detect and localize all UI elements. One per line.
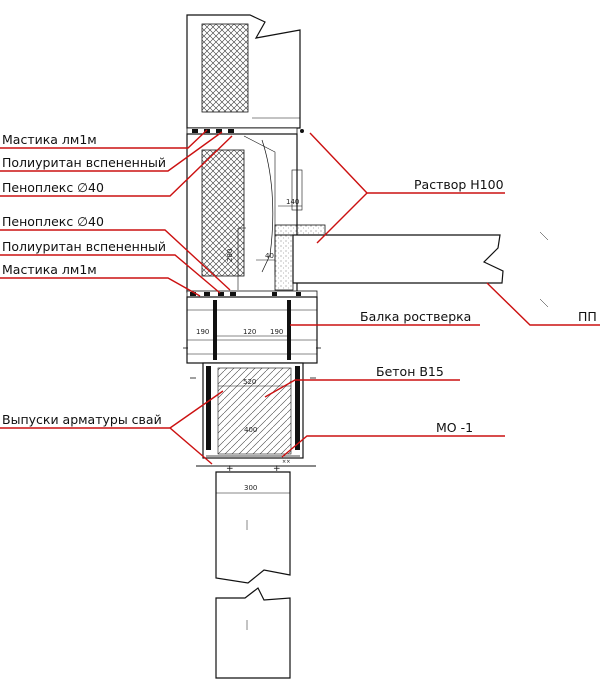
label-concrete: Бетон В15 — [376, 364, 444, 379]
cross-mark-right: + — [273, 464, 281, 474]
pile: 300 — [215, 471, 291, 679]
leader-lines — [0, 129, 600, 465]
dim-vertical: 280 — [226, 249, 234, 262]
middle-wall: 140 40 280 — [186, 133, 303, 293]
pile-cap: 520 400 + + ×× — [190, 362, 316, 474]
dim-400: 400 — [244, 426, 257, 434]
label-mastic-bottom: Мастика лм1м — [2, 262, 97, 277]
label-mortar: Раствор Н100 — [414, 177, 504, 192]
label-polyurethane-bottom: Полиуритан вспененный — [2, 239, 166, 254]
label-embedded-part: МО -1 — [436, 420, 473, 435]
floor-slab — [274, 224, 549, 308]
embedded-mark: ×× — [282, 459, 290, 465]
dim-140: 140 — [286, 198, 299, 206]
label-penoplex-bottom: Пеноплекс ∅40 — [2, 214, 104, 229]
label-slab: ПП — [578, 309, 597, 324]
label-penoplex-top: Пеноплекс ∅40 — [2, 180, 104, 195]
dim-520: 520 — [243, 378, 256, 386]
insulation-block-middle — [201, 149, 245, 277]
dim-300: 300 — [244, 484, 257, 492]
insulation-block-top — [201, 23, 249, 113]
mastic-strip-bottom — [186, 290, 318, 298]
dim-190-right: 190 — [270, 328, 283, 336]
dim-40: 40 — [265, 252, 274, 260]
label-pile-rebar: Выпуски арматуры свай — [2, 412, 162, 427]
label-grillage-beam: Балка ростверка — [360, 309, 471, 324]
dim-120: 120 — [243, 328, 256, 336]
upper-wall — [186, 14, 301, 129]
dim-190-left: 190 — [196, 328, 209, 336]
label-mastic-top: Мастика лм1м — [2, 132, 97, 147]
grillage-beam: 190 120 190 — [183, 296, 321, 364]
cross-mark-left: + — [226, 464, 234, 474]
label-polyurethane-top: Полиуритан вспененный — [2, 155, 166, 170]
